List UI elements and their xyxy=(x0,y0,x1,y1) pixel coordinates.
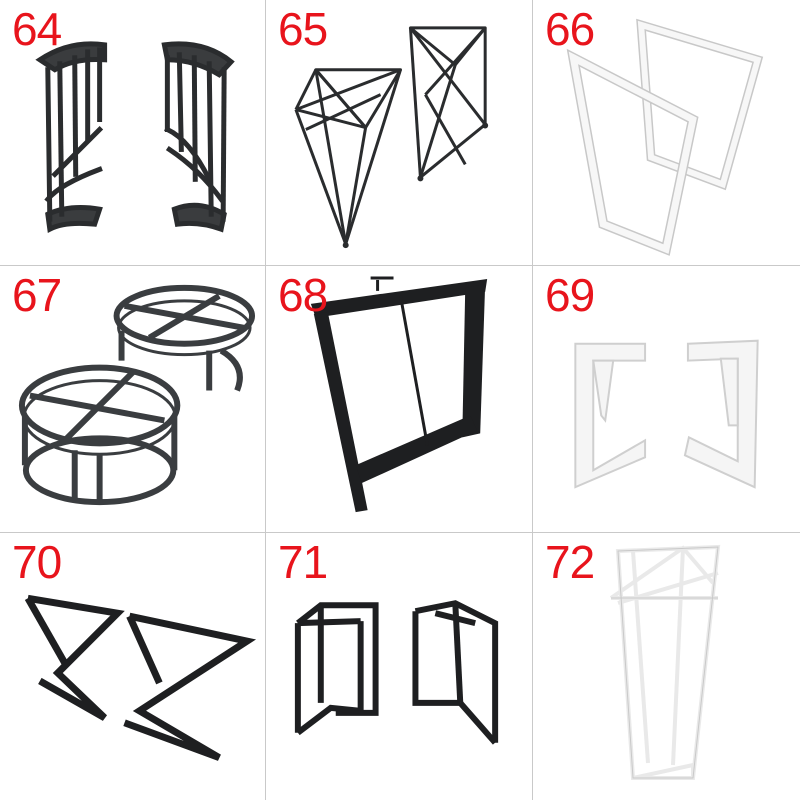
semicircle-cage-table-legs-image xyxy=(35,41,235,234)
product-number: 70 xyxy=(12,536,62,588)
product-number: 68 xyxy=(278,269,328,321)
product-cell-65[interactable]: 65 xyxy=(266,0,533,266)
product-number: 64 xyxy=(12,3,62,55)
u-frame-table-legs-image xyxy=(294,600,499,745)
product-number: 66 xyxy=(545,3,595,55)
product-cell-67[interactable]: 67 xyxy=(0,266,266,533)
product-cell-70[interactable]: 70 xyxy=(0,533,266,800)
product-number: 65 xyxy=(278,3,328,55)
product-cell-71[interactable]: 71 xyxy=(266,533,533,800)
product-cell-69[interactable]: 69 xyxy=(533,266,800,533)
triangle-geometric-table-legs-image xyxy=(294,26,489,249)
product-cell-72[interactable]: 72 xyxy=(533,533,800,800)
round-ring-table-base-image xyxy=(18,284,256,506)
product-number: 67 xyxy=(12,269,62,321)
product-cell-68[interactable]: 68 xyxy=(266,266,533,533)
z-shaped-table-legs-image xyxy=(24,594,257,761)
white-angled-table-legs-image xyxy=(574,339,759,489)
white-tapered-wire-table-leg-image xyxy=(609,544,721,780)
black-rectangular-table-leg-image xyxy=(310,276,488,513)
product-number: 71 xyxy=(278,536,328,588)
product-number: 69 xyxy=(545,269,595,321)
product-cell-64[interactable]: 64 xyxy=(0,0,266,266)
product-cell-66[interactable]: 66 xyxy=(533,0,800,266)
product-number: 72 xyxy=(545,536,595,588)
white-trapezoid-table-legs-image xyxy=(566,18,764,256)
